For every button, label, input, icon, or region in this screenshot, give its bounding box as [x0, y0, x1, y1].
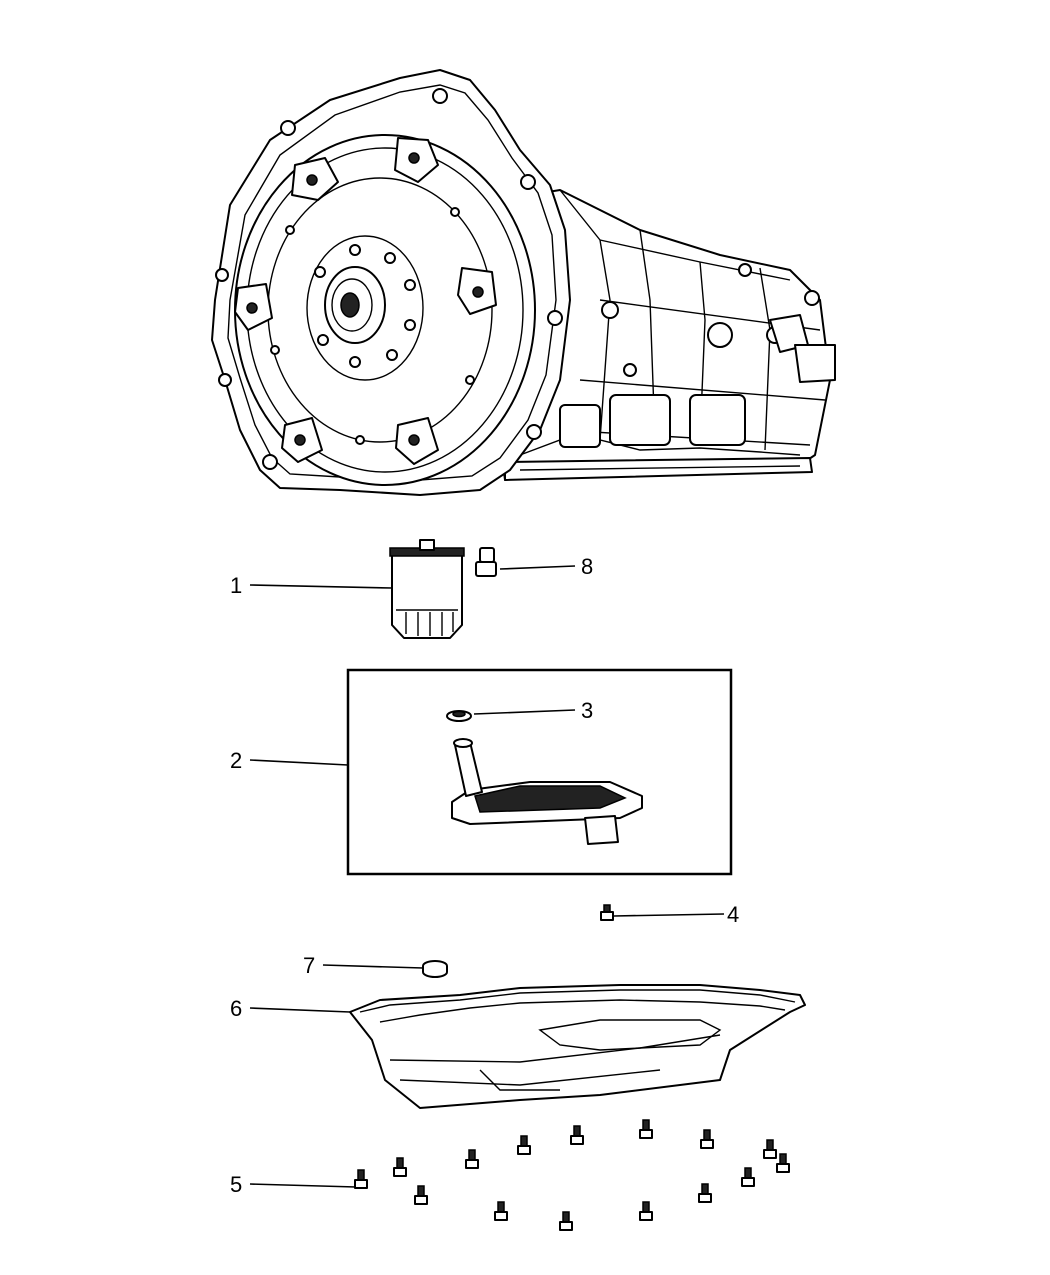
filter-bolt — [600, 904, 614, 921]
pan-bolt — [698, 1183, 712, 1203]
filter-kit-box — [346, 668, 733, 876]
leader-3 — [473, 709, 576, 715]
drain-plug — [475, 547, 497, 577]
pan-bolt — [639, 1201, 653, 1221]
pan-bolt — [741, 1167, 755, 1187]
leader-1 — [249, 584, 393, 589]
callout-6: 6 — [230, 996, 242, 1021]
callout-2: 2 — [230, 748, 242, 773]
leader-6 — [249, 1007, 351, 1013]
callout-4: 4 — [727, 902, 739, 927]
pan-bolt — [570, 1125, 584, 1145]
pan-bolt — [700, 1129, 714, 1149]
transmission-assembly — [211, 69, 836, 496]
pan-bolt — [354, 1169, 368, 1189]
oil-filter — [389, 539, 465, 639]
pan-plug — [422, 960, 448, 978]
callout-3: 3 — [581, 698, 593, 723]
callout-5: 5 — [230, 1172, 242, 1197]
callout-1: 1 — [230, 573, 242, 598]
callout-8: 8 — [581, 554, 593, 579]
leader-8 — [499, 565, 576, 570]
pan-bolt — [639, 1119, 653, 1139]
leader-4 — [613, 913, 725, 917]
leader-5 — [249, 1183, 357, 1188]
leader-7 — [322, 964, 424, 969]
transmission-filter — [451, 738, 643, 845]
pan-bolt — [517, 1135, 531, 1155]
pan-bolt — [414, 1185, 428, 1205]
pan-bolt — [776, 1153, 790, 1173]
pan-bolt — [494, 1201, 508, 1221]
pan-bolt — [465, 1149, 479, 1169]
pan-bolt — [763, 1139, 777, 1159]
pan-bolts — [354, 1119, 790, 1231]
pan-bolt — [393, 1157, 407, 1177]
pan-bolt — [559, 1211, 573, 1231]
callout-7: 7 — [303, 953, 315, 978]
filter-seal — [446, 710, 472, 722]
leader-2 — [249, 759, 349, 766]
oil-pan — [349, 984, 806, 1109]
